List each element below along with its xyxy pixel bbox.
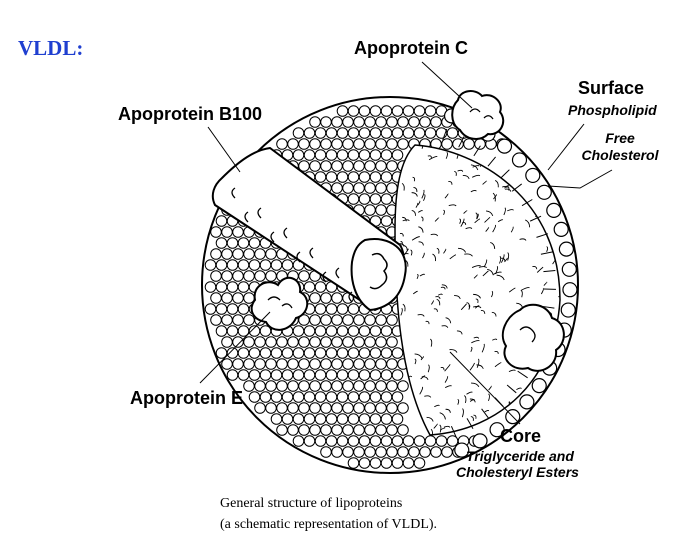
label-core-line1: Triglyceride and: [466, 448, 574, 464]
label-free-cholesterol: Free Cholesterol: [574, 130, 666, 164]
label-core: Core: [500, 426, 542, 446]
caption-line1: General structure of lipoproteins: [220, 496, 403, 511]
caption-line2: (a schematic representation of VLDL).: [220, 517, 438, 532]
free-cholesterol-line2: Cholesterol: [581, 147, 659, 163]
slide-title: VLDL:: [18, 36, 84, 60]
apoprotein-blob-right: [501, 303, 565, 372]
surface-rim: [442, 108, 578, 458]
leader-lines: [199, 61, 613, 425]
apoprotein-c-shape: [451, 90, 505, 140]
figure-caption: General structure of lipoproteins (a sch…: [220, 493, 437, 535]
label-apoprotein-e: Apoprotein E: [130, 388, 243, 408]
label-apoprotein-c: Apoprotein C: [354, 38, 468, 58]
apoprotein-b100-shape: [211, 146, 407, 312]
label-core-line2: Cholesteryl Esters: [456, 464, 579, 480]
label-apoprotein-b100: Apoprotein B100: [118, 104, 263, 124]
label-phospholipid: Phospholipid: [568, 102, 657, 118]
free-cholesterol-line1: Free: [605, 130, 635, 146]
label-surface: Surface: [578, 78, 645, 98]
